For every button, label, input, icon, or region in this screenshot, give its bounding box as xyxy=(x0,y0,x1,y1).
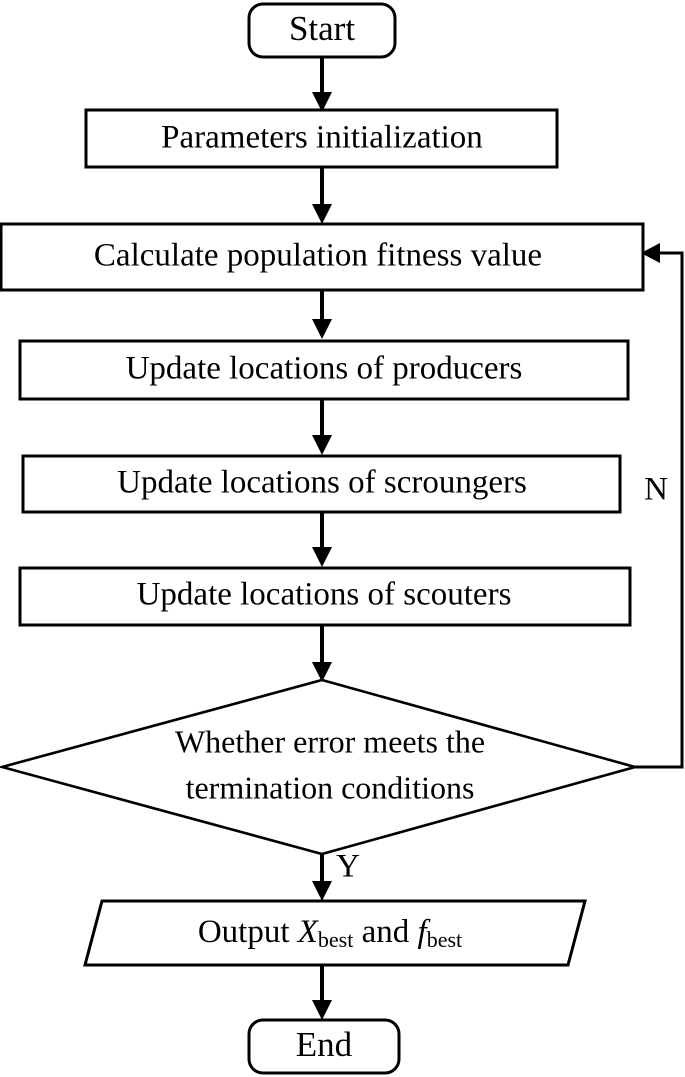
node-update-producers-label: Update locations of producers xyxy=(126,351,523,387)
connector-decision-to-output xyxy=(312,853,332,901)
node-output-prefix: Output xyxy=(198,914,298,950)
node-output-middle: and xyxy=(353,914,417,950)
node-update-scouters-label: Update locations of scouters xyxy=(137,577,512,613)
branch-label-yes: Y xyxy=(336,849,360,885)
connector-output-to-end xyxy=(312,965,332,1020)
node-output-var2-sub: best xyxy=(427,927,462,952)
node-end[interactable]: End xyxy=(247,1018,401,1075)
connector-start-to-init xyxy=(312,57,332,112)
connector-scouters-to-decision xyxy=(312,625,332,682)
node-start-label: Start xyxy=(289,9,355,48)
node-parameters-initialization[interactable]: Parameters initialization xyxy=(84,108,559,169)
node-decision-termination[interactable]: Whether error meets the termination cond… xyxy=(0,678,640,856)
node-update-producers[interactable]: Update locations of producers xyxy=(18,339,630,401)
node-output-label: Output Xbest and fbest xyxy=(198,914,462,952)
node-calculate-fitness-label: Calculate population fitness value xyxy=(94,238,542,274)
connector-scroungers-to-scouters xyxy=(312,512,332,567)
connector-init-to-fitness xyxy=(312,167,332,224)
branch-label-no: N xyxy=(644,472,668,508)
node-output-var1: X xyxy=(296,914,320,950)
node-decision-label-line2: termination conditions xyxy=(186,769,475,805)
node-end-label: End xyxy=(296,1025,353,1064)
node-start[interactable]: Start xyxy=(247,2,397,59)
node-update-scouters[interactable]: Update locations of scouters xyxy=(18,566,632,627)
connector-feedback-no-loop xyxy=(635,243,684,769)
node-update-scroungers-label: Update locations of scroungers xyxy=(117,465,527,501)
node-decision-label-line1: Whether error meets the xyxy=(175,723,485,759)
node-output-var1-sub: best xyxy=(318,927,353,952)
node-output-best[interactable]: Output Xbest and fbest xyxy=(83,899,587,967)
node-update-scroungers[interactable]: Update locations of scroungers xyxy=(21,454,622,514)
connector-fitness-to-producers xyxy=(312,290,332,339)
node-calculate-fitness[interactable]: Calculate population fitness value xyxy=(0,222,645,292)
node-parameters-initialization-label: Parameters initialization xyxy=(161,120,483,156)
connector-producers-to-scroungers xyxy=(312,399,332,455)
